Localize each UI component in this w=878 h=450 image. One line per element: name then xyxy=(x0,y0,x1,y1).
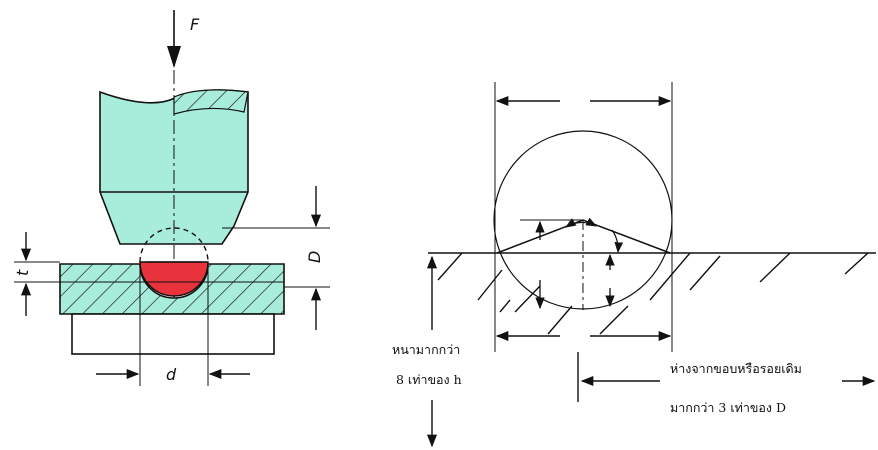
thickness-note-line2: 8 เท่าของ h xyxy=(396,372,462,387)
left-figure: F d xyxy=(13,10,330,386)
distance-note-line1: ห่างจากขอบหรือรอยเดิม xyxy=(670,361,802,376)
indenter-ball xyxy=(139,227,209,297)
edge-distance-dimension xyxy=(577,352,876,402)
specimen-support xyxy=(71,313,275,355)
angle-marks xyxy=(565,217,624,308)
ball-diameter-dimension xyxy=(222,186,330,330)
force-arrow xyxy=(167,10,181,68)
thickness-note-line1: หนามากกว่า xyxy=(392,342,460,357)
ball-diameter-label: D xyxy=(305,251,324,263)
right-figure: หนามากกว่า 8 เท่าของ h ห่างจากขอบหรือรอย… xyxy=(392,82,876,448)
distance-note-line2: มากกว่า 3 เท่าของ D xyxy=(670,400,786,415)
indenter-holder xyxy=(99,70,249,322)
depth-dimension xyxy=(14,232,60,316)
force-label: F xyxy=(190,15,200,34)
material-hatching xyxy=(437,252,869,335)
cone-height-dimension xyxy=(520,219,583,310)
depth-label: t xyxy=(13,269,32,276)
indent-diameter-label: d xyxy=(166,365,177,384)
